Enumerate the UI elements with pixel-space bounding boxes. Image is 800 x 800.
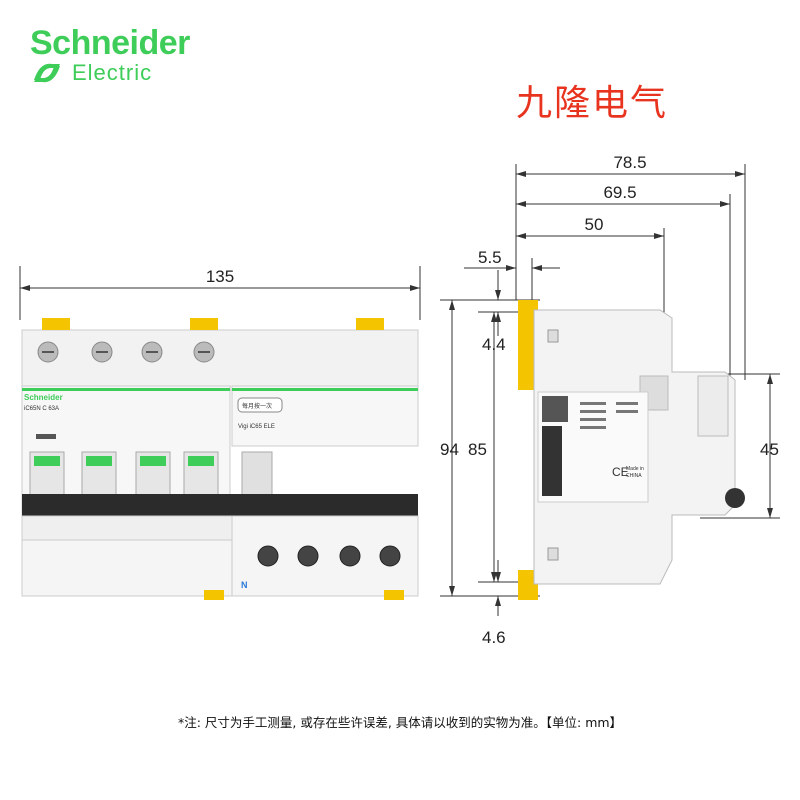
rcd-body <box>231 385 419 447</box>
measurement-note: *注: 尺寸为手工测量, 或存在些许误差, 具体请以收到的实物为准。【单位: m… <box>177 715 623 730</box>
svg-text:4.4: 4.4 <box>482 335 506 354</box>
front-view-drawing: 135 Schneider iC65N C 63A 每月按一次 Vigi iC6… <box>19 266 421 600</box>
ce-mark: CE <box>612 465 629 479</box>
din-clip <box>42 318 70 330</box>
rcd-model-label: Vigi iC65 ELE <box>238 424 275 430</box>
dimension-785: 78.5 <box>515 153 746 380</box>
dimension-44: 4.4 <box>482 270 506 354</box>
svg-text:50: 50 <box>585 215 604 234</box>
neutral-label: N <box>241 580 248 590</box>
side-view-drawing: 78.5 69.5 50 5.5 94 85 <box>440 153 780 647</box>
breaker-toggles <box>29 451 273 503</box>
body-model-label: iC65N C 63A <box>24 406 59 412</box>
top-terminal-screws <box>37 341 215 363</box>
rcd-tag-label: 每月按一次 <box>242 402 272 410</box>
din-clip <box>190 318 218 330</box>
handle-bar <box>22 494 418 516</box>
breaker-top-body <box>21 329 419 391</box>
svg-text:45: 45 <box>760 440 779 459</box>
brand-logo-mark-icon <box>30 58 64 88</box>
dimension-55: 5.5 <box>464 248 560 300</box>
svg-text:4.6: 4.6 <box>482 628 506 647</box>
din-clip <box>356 318 384 330</box>
dimension-695: 69.5 <box>516 183 731 380</box>
made-in-label: Made in <box>626 466 644 472</box>
bottom-terminal-screws <box>257 545 401 567</box>
brand-logo-text: Schneider <box>30 24 190 62</box>
dimension-85: 85 <box>468 311 540 583</box>
dimension-46: 4.6 <box>482 560 506 647</box>
svg-text:5.5: 5.5 <box>478 248 502 267</box>
country-label: CHINA <box>626 473 642 479</box>
bottom-screw <box>725 488 745 508</box>
svg-text:69.5: 69.5 <box>603 183 636 202</box>
din-latch-top <box>518 300 538 390</box>
svg-text:94: 94 <box>440 440 459 459</box>
din-latch-bottom <box>518 570 538 600</box>
brand-logo-subtext: Electric <box>72 60 153 85</box>
dim-135-label: 135 <box>206 267 234 286</box>
dimension-50: 50 <box>516 215 665 380</box>
svg-text:78.5: 78.5 <box>613 153 646 172</box>
body-brand-label: Schneider <box>24 393 63 402</box>
svg-text:85: 85 <box>468 440 487 459</box>
dimension-width-135: 135 <box>19 266 421 320</box>
shop-title: 九隆电气 <box>516 83 669 124</box>
dimension-45: 45 <box>700 373 780 519</box>
